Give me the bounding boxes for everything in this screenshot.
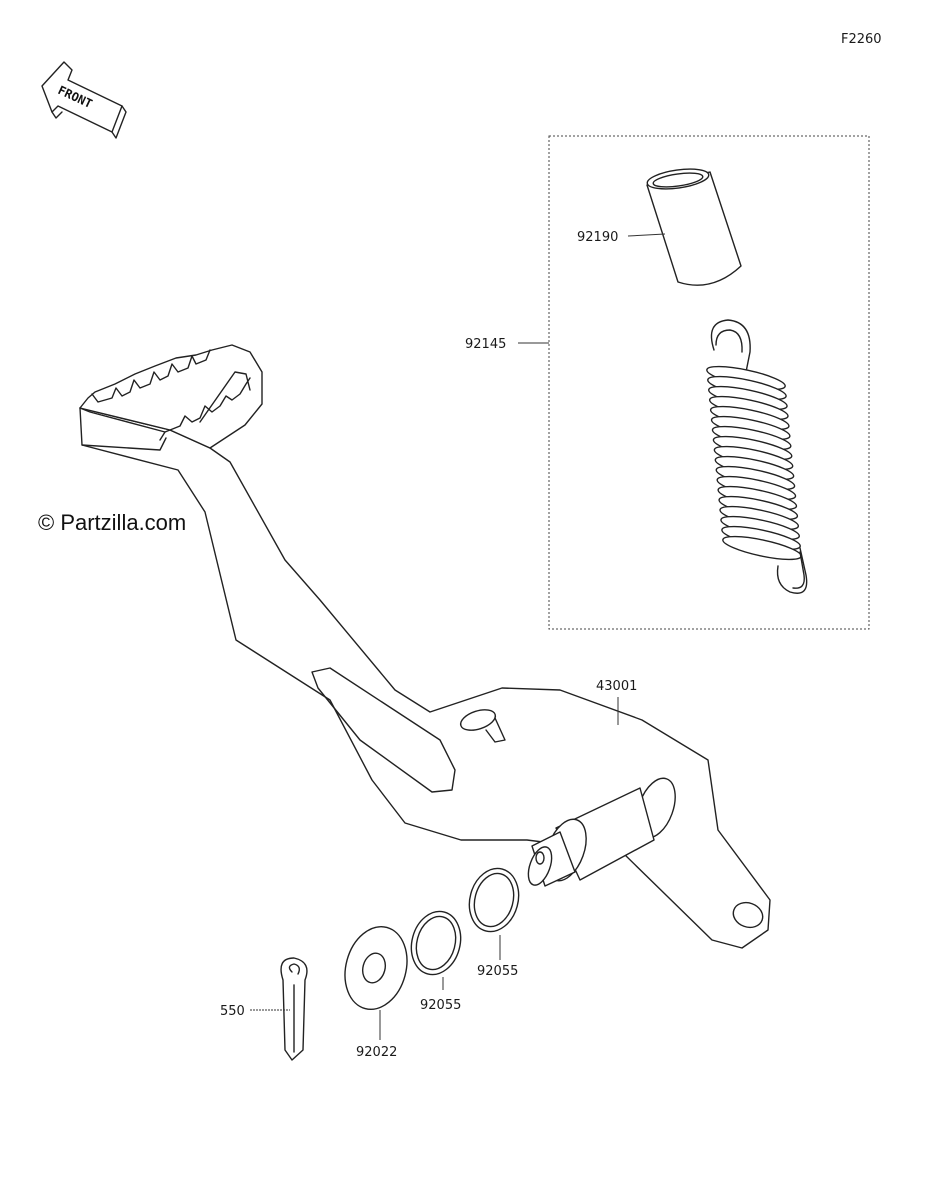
part-label-92055-b: 92055: [420, 998, 461, 1013]
part-label-550: 550: [220, 1004, 245, 1019]
spring-part: [706, 319, 808, 594]
part-label-92022: 92022: [356, 1045, 397, 1060]
part-label-92145: 92145: [465, 337, 506, 352]
part-label-92055-a: 92055: [477, 964, 518, 979]
sleeve-part: [646, 168, 742, 286]
cotter-pin-part: [280, 957, 308, 1061]
part-label-43001: 43001: [596, 679, 637, 694]
o-ring-part-2: [410, 910, 462, 976]
brake-pedal-part: [79, 344, 771, 949]
o-ring-part-1: [468, 867, 520, 933]
watermark: © Partzilla.com: [38, 510, 186, 535]
part-label-92190: 92190: [577, 230, 618, 245]
washer-part: [344, 925, 408, 1011]
front-arrow-icon: FRONT: [41, 61, 127, 139]
diagram-code: F2260: [841, 32, 882, 47]
kit-box: [548, 135, 870, 630]
